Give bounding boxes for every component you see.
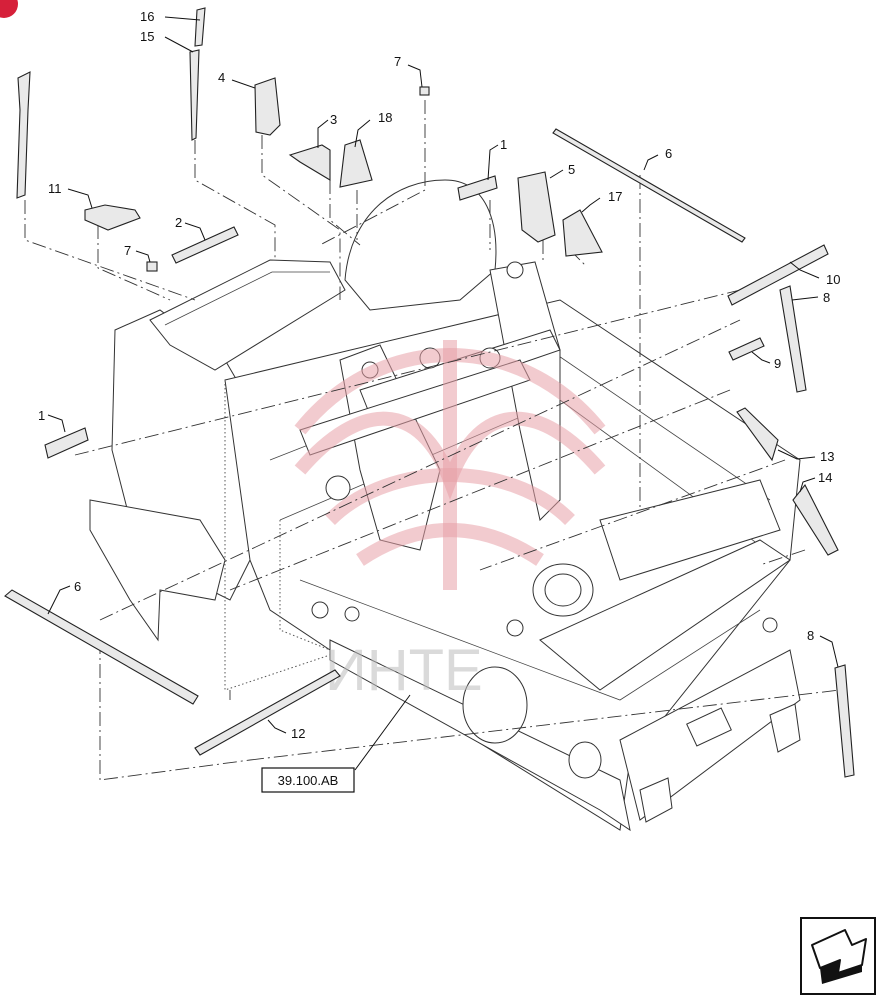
part-9-bar[interactable] xyxy=(728,337,765,361)
corner-badge-icon xyxy=(0,0,18,18)
callout-8-upper: 8 xyxy=(823,290,830,305)
part-11-bracket[interactable] xyxy=(84,204,141,231)
part-6-rail-lower[interactable] xyxy=(4,589,199,705)
reference-box[interactable] xyxy=(261,767,355,793)
part-12-rail[interactable] xyxy=(194,669,341,756)
callout-1-top: 1 xyxy=(500,137,507,152)
callout-7-mid: 7 xyxy=(124,243,131,258)
callout-6-lower: 6 xyxy=(74,579,81,594)
part-2-bar[interactable] xyxy=(171,226,239,264)
part-7-clip-mid[interactable] xyxy=(146,261,158,272)
part-strip-left[interactable] xyxy=(16,71,31,199)
part-7-clip-top[interactable] xyxy=(419,86,430,96)
chassis-frame xyxy=(89,179,801,832)
callout-1-left: 1 xyxy=(38,408,45,423)
callout-16: 16 xyxy=(140,9,154,24)
callout-8-lower: 8 xyxy=(807,628,814,643)
part-18-wedge[interactable] xyxy=(339,139,373,188)
callout-7-top: 7 xyxy=(394,54,401,69)
part-10-bar[interactable] xyxy=(727,244,829,306)
part-3-bracket[interactable] xyxy=(288,144,331,181)
part-5-block[interactable] xyxy=(517,171,556,243)
callout-4: 4 xyxy=(218,70,225,85)
callout-6-top: 6 xyxy=(665,146,672,161)
part-4-block[interactable] xyxy=(254,77,281,136)
callout-2: 2 xyxy=(175,215,182,230)
next-page-arrow-icon[interactable] xyxy=(800,917,876,995)
callout-9: 9 xyxy=(774,356,781,371)
callout-3: 3 xyxy=(330,112,337,127)
watermark-text: ИНТЕ xyxy=(325,638,483,703)
leader-lines xyxy=(47,16,839,771)
reference-link[interactable]: 39.100.AB xyxy=(261,767,355,793)
reference-label[interactable]: 39.100.AB xyxy=(278,773,339,788)
part-6-rail-top[interactable] xyxy=(552,128,746,243)
part-13-wedge[interactable] xyxy=(736,407,779,462)
callout-labels: 16 15 4 7 3 18 1 6 5 17 11 2 7 10 8 9 1 … xyxy=(38,9,840,741)
callout-13: 13 xyxy=(820,449,834,464)
assembly-guide-lines xyxy=(24,100,841,781)
part-16-strip[interactable] xyxy=(194,7,206,47)
part-14-wedge[interactable] xyxy=(792,483,839,556)
part-1-block-top[interactable] xyxy=(457,175,498,201)
callout-17: 17 xyxy=(608,189,622,204)
part-1-block-left[interactable] xyxy=(44,427,89,459)
part-17-wedge[interactable] xyxy=(562,209,603,257)
callout-10: 10 xyxy=(826,272,840,287)
callout-15: 15 xyxy=(140,29,154,44)
callout-14: 14 xyxy=(818,470,832,485)
part-8-post-lower[interactable] xyxy=(834,664,855,778)
part-15-strip[interactable] xyxy=(189,49,200,141)
callout-18: 18 xyxy=(378,110,392,125)
callout-5: 5 xyxy=(568,162,575,177)
part-8-post-upper[interactable] xyxy=(779,285,807,393)
callout-11: 11 xyxy=(48,181,62,196)
callout-12: 12 xyxy=(291,726,305,741)
